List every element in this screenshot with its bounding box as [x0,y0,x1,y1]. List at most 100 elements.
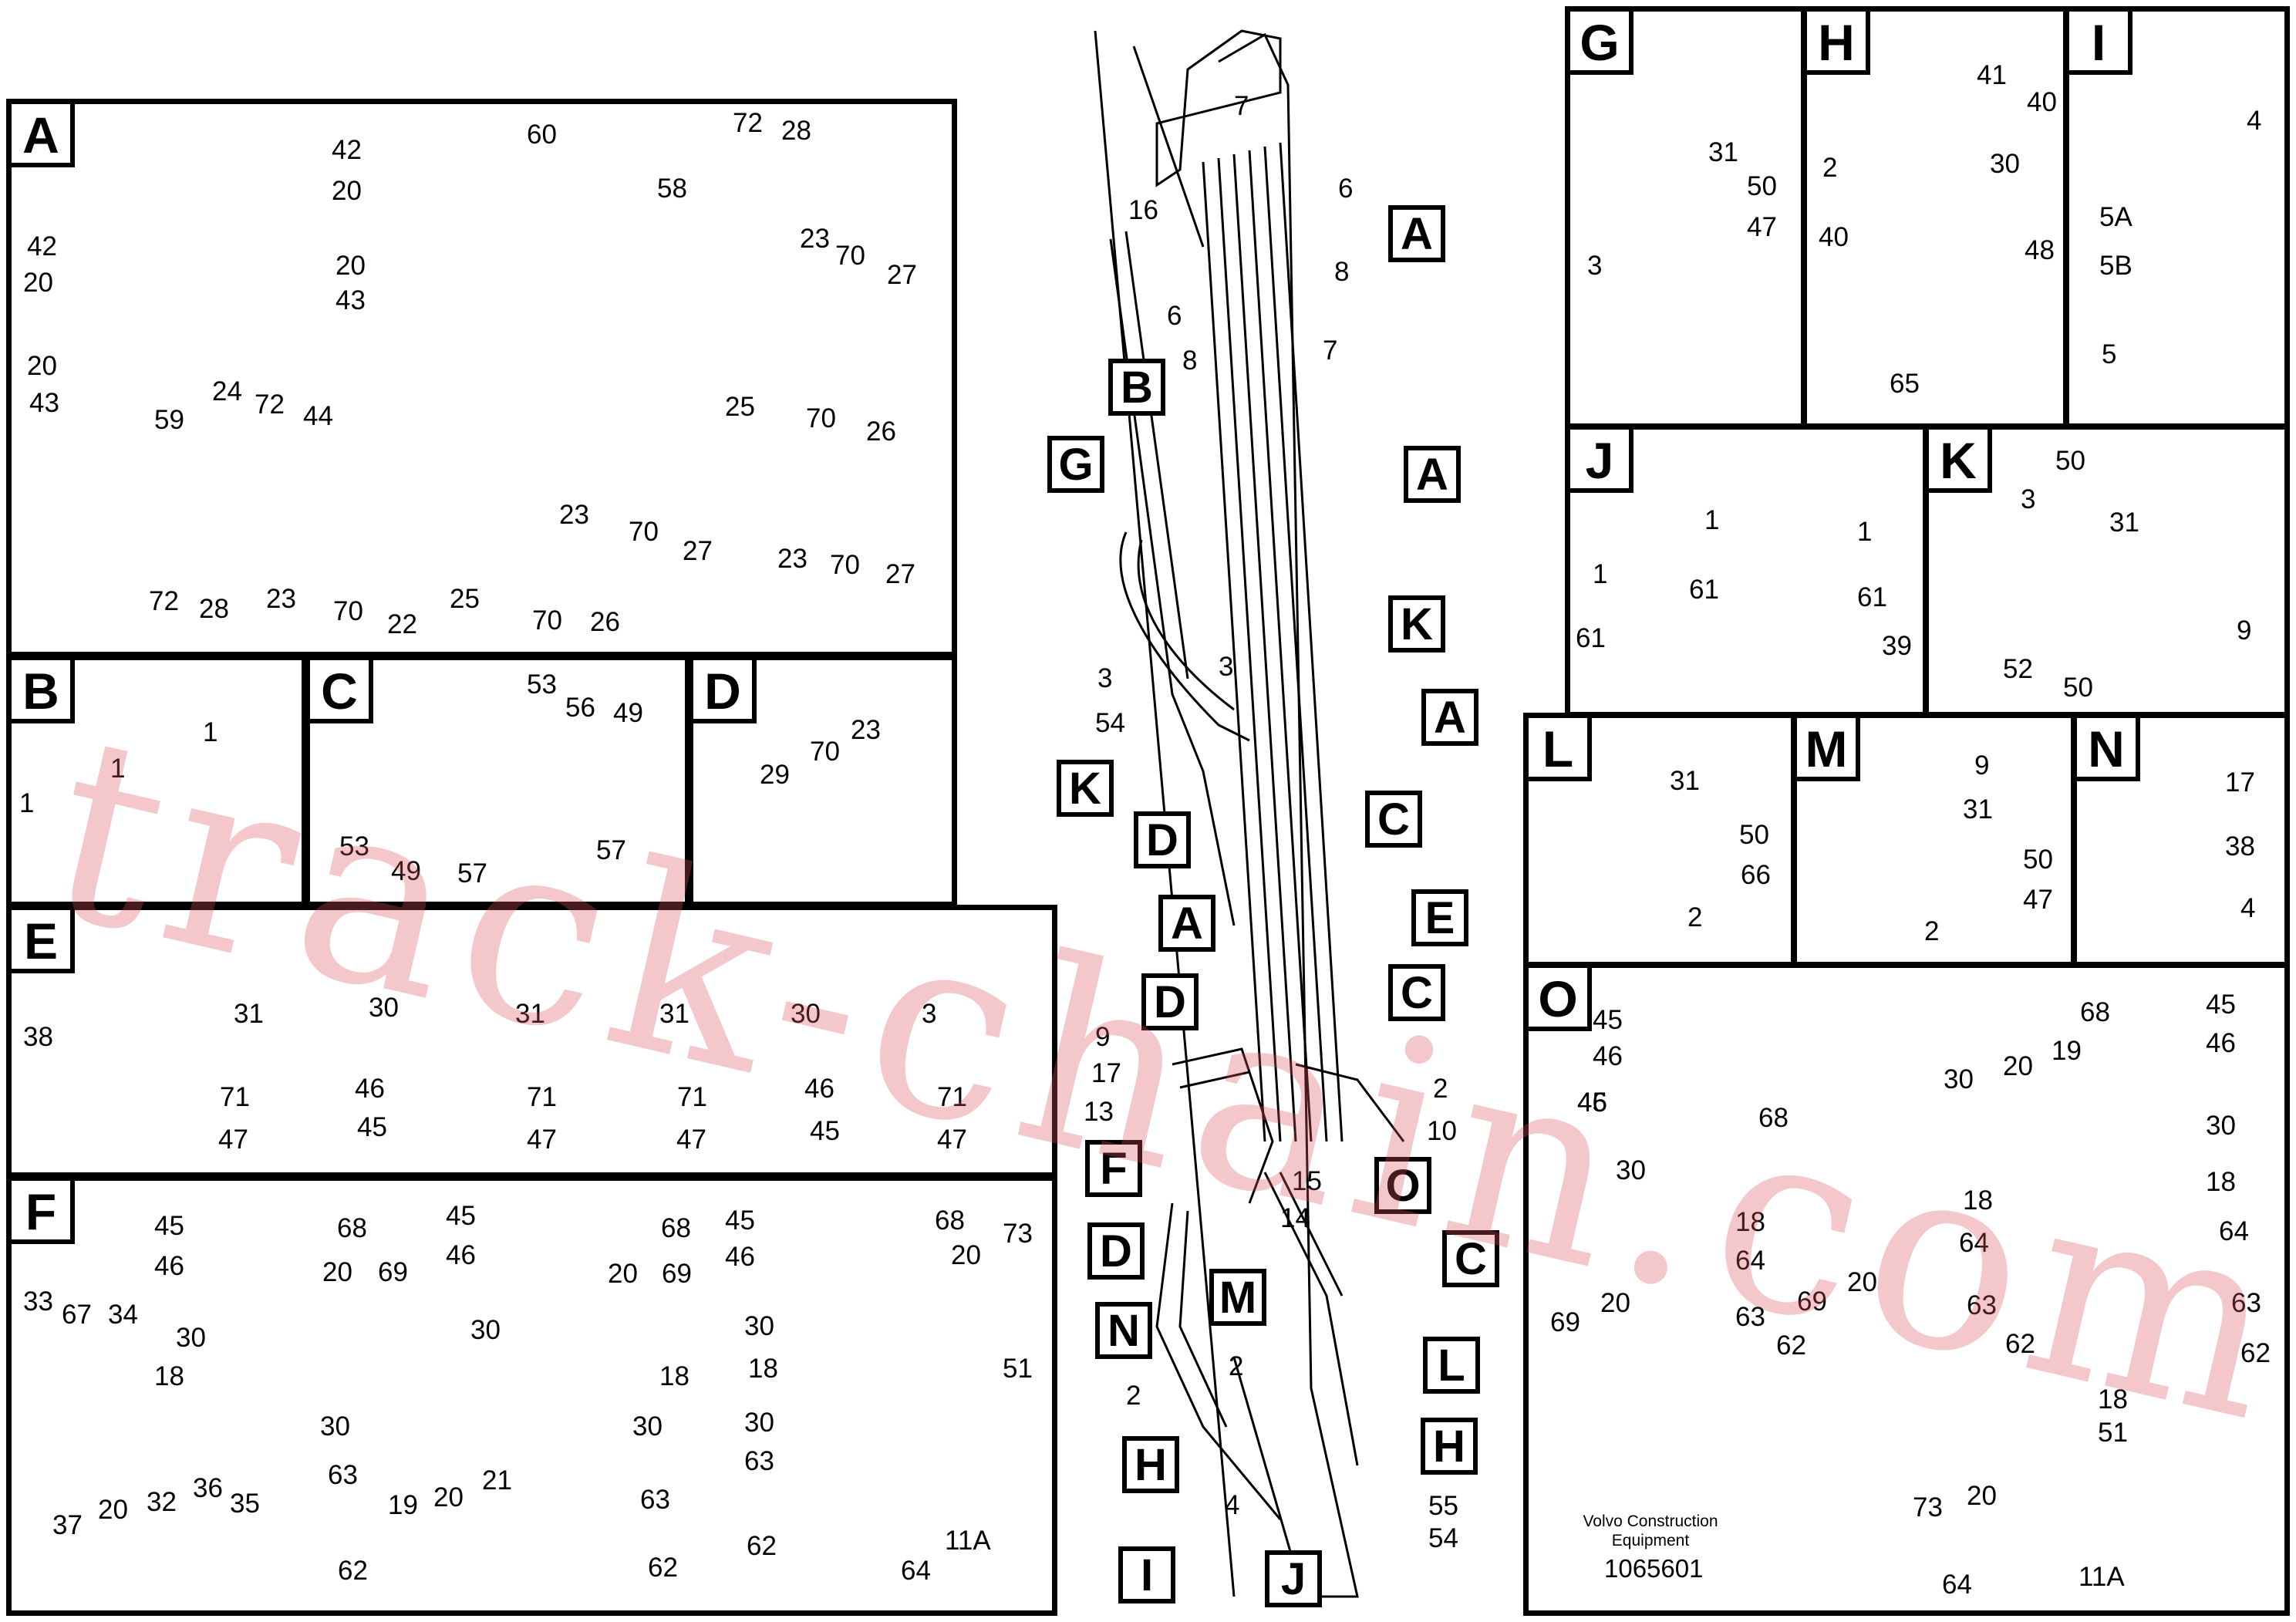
callout: 69 [662,1259,692,1289]
detail-ref-box: A [1421,689,1478,746]
panel-j: J [1565,424,1928,717]
callout: 51 [1003,1354,1033,1384]
callout: 70 [810,737,840,767]
callout: 61 [1576,623,1606,653]
panel-i-label: I [2069,12,2132,75]
callout: 13 [1084,1097,1114,1127]
panel-l-label: L [1529,718,1592,781]
callout: 68 [935,1206,965,1236]
callout: 64 [901,1556,931,1586]
callout: 57 [596,835,626,865]
callout: 45 [446,1201,476,1231]
callout: 4 [1225,1490,1240,1520]
callout: 1 [1593,559,1608,589]
callout: 55 [1428,1491,1458,1521]
callout: 70 [835,241,865,271]
callout: 40 [1819,222,1849,252]
callout: 25 [725,392,755,422]
callout: 42 [332,135,362,165]
callout: 70 [806,403,836,433]
callout: 18 [659,1361,689,1391]
detail-ref-box: D [1141,973,1199,1030]
callout: 53 [527,669,557,700]
callout: 50 [2055,446,2085,476]
callout: 70 [333,596,363,626]
callout: 58 [657,174,687,204]
detail-ref-box: B [1108,359,1165,416]
panel-g-label: G [1570,12,1633,75]
callout: 27 [887,260,917,290]
callout: 30 [176,1323,206,1353]
callout: 26 [866,416,896,447]
callout: 23 [851,715,881,745]
detail-ref-box: K [1057,760,1114,817]
panel-o-label: O [1529,968,1592,1031]
callout: 31 [1670,766,1700,796]
callout: 20 [27,351,57,381]
callout: 42 [27,231,57,261]
callout: 64 [1959,1228,1989,1258]
callout: 30 [744,1408,774,1438]
callout: 68 [2080,997,2110,1027]
callout: 46 [725,1242,755,1272]
callout: 7 [1234,91,1249,121]
callout: 50 [2063,673,2093,703]
callout: 56 [565,693,595,723]
callout: 66 [1741,860,1771,890]
detail-ref-box: E [1411,889,1468,946]
callout: 20 [1967,1481,1997,1511]
callout: 47 [218,1125,248,1155]
detail-ref-box: O [1374,1157,1431,1214]
callout: 43 [29,388,59,418]
detail-ref-box: H [1122,1436,1179,1493]
callout: 30 [791,999,821,1029]
callout: 62 [747,1531,777,1561]
detail-ref-box: L [1423,1337,1480,1394]
detail-ref-box: D [1087,1222,1145,1280]
panel-c-label: C [310,660,373,723]
detail-ref-box: C [1365,791,1422,848]
callout: 46 [154,1251,184,1281]
callout: 63 [328,1460,358,1490]
callout: 19 [2052,1036,2082,1066]
callout: 30 [1990,149,2020,179]
callout: 69 [1797,1286,1827,1317]
callout: 20 [608,1259,638,1289]
callout: 29 [760,760,790,790]
callout: 23 [559,500,589,530]
callout: 61 [1857,582,1887,612]
callout: 31 [2109,508,2139,538]
callout: 1 [110,754,126,784]
callout: 30 [369,993,399,1023]
detail-ref-box: D [1134,811,1191,868]
callout: 54 [1095,708,1125,738]
callout: 30 [744,1311,774,1341]
callout: 30 [320,1411,350,1442]
callout: 64 [1735,1246,1765,1276]
callout: 18 [1963,1185,1993,1216]
callout: 62 [338,1556,368,1586]
callout: 73 [1913,1492,1943,1523]
callout: 1 [1857,517,1873,547]
panel-n-label: N [2077,718,2140,781]
callout: 63 [1967,1290,1997,1320]
callout: 50 [2023,845,2053,875]
callout: 21 [482,1465,512,1496]
callout: 3 [1587,251,1603,281]
callout: 20 [2003,1051,2033,1081]
detail-ref-box: M [1209,1269,1266,1326]
callout: 33 [23,1286,53,1317]
company-name: Volvo Construction Equipment [1583,1512,1718,1549]
callout: 31 [1708,137,1738,167]
callout: 3 [2021,484,2036,514]
callout: 70 [830,550,860,580]
callout: 1 [19,788,35,818]
callout: 2 [1433,1074,1448,1104]
callout: 4 [2247,106,2262,136]
callout: 46 [355,1074,385,1104]
callout: 45 [1593,1005,1623,1035]
callout: 11A [945,1526,991,1556]
callout: 31 [515,999,545,1029]
callout: 18 [2098,1384,2128,1415]
panel-e-label: E [12,910,75,973]
